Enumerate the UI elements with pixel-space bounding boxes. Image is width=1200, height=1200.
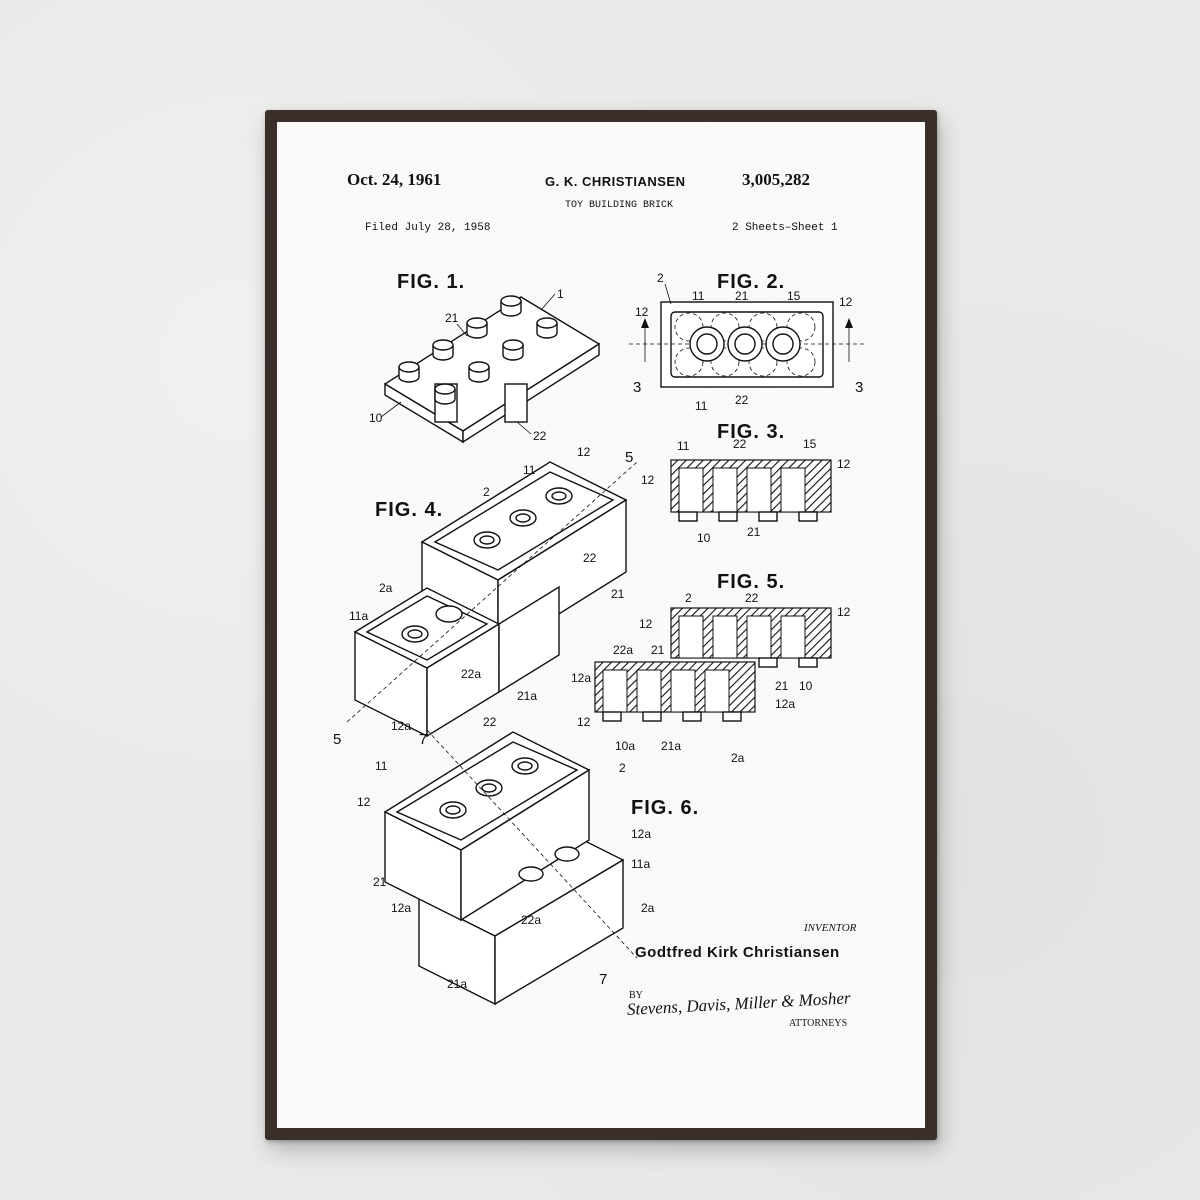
patent-print: Oct. 24, 1961 G. K. CHRISTIANSEN 3,005,2…	[277, 122, 925, 1128]
figure-3: FIG. 3. 11 22 15 12 12 10 21	[641, 421, 851, 545]
fig-3-ref: 10	[697, 531, 711, 545]
patent-date: Oct. 24, 1961	[347, 170, 442, 189]
fig-5-ref: 2	[685, 591, 692, 605]
fig-2-ref: 22	[735, 393, 749, 407]
by-label: BY	[629, 990, 643, 1001]
fig-6-ref: 11	[375, 759, 388, 773]
poster-frame: Oct. 24, 1961 G. K. CHRISTIANSEN 3,005,2…	[265, 110, 937, 1140]
fig-5-ref: 12a	[571, 671, 591, 685]
fig-4-ref: 12	[577, 445, 591, 459]
patent-drawings: FIG. 1.	[333, 271, 865, 1006]
fig-6-ref: 11a	[631, 857, 650, 871]
fig-1-ref: 10	[369, 411, 383, 425]
fig-4-ref: 11a	[349, 609, 368, 623]
fig-3-ref: 12	[837, 457, 851, 471]
fig-6-ref: 12	[577, 715, 591, 729]
fig-4-ref: 2a	[379, 581, 393, 595]
fig-4-label: FIG. 4.	[375, 499, 443, 521]
fig-2-ref: 15	[787, 289, 801, 303]
fig-4-ref: 2	[483, 485, 490, 499]
figure-4: FIG. 4. 12	[333, 445, 638, 748]
fig-3-ref: 22	[733, 437, 747, 451]
inventor-name: Godtfred Kirk Christiansen	[635, 944, 840, 961]
fig-3-ref: 12	[641, 473, 655, 487]
fig-4-ref: 12a	[391, 719, 411, 733]
inventor-label: INVENTOR	[804, 922, 857, 934]
fig-2-ref: 11	[695, 399, 708, 413]
inventor-header: G. K. CHRISTIANSEN	[545, 174, 686, 189]
fig-2-ref: 12	[635, 305, 649, 319]
fig-5-label: FIG. 5.	[717, 571, 785, 593]
fig-5-ref: 12a	[775, 697, 795, 711]
fig-5-ref: 21	[651, 643, 665, 657]
fig-6-ref: 7	[419, 731, 427, 748]
fig-4-ref: 5	[625, 449, 633, 466]
fig-5-ref: 21	[775, 679, 789, 693]
fig-5-ref: 10a	[615, 739, 635, 753]
fig-6-ref: 21a	[447, 977, 467, 991]
fig-5-ref: 22a	[613, 643, 633, 657]
fig-4-ref: 5	[333, 731, 341, 748]
figure-6: FIG. 6. 22 12 7	[357, 715, 699, 1006]
fig-3-label: FIG. 3.	[717, 421, 785, 443]
fig-5-ref: 12	[837, 605, 851, 619]
fig-6-label: FIG. 6.	[631, 797, 699, 819]
fig-6-ref: 7	[599, 971, 607, 988]
fig-1-ref: 22	[533, 429, 547, 443]
fig-3-ref: 21	[747, 525, 761, 539]
patent-title: TOY BUILDING BRICK	[565, 200, 674, 211]
patent-number: 3,005,282	[742, 170, 810, 189]
fig-5-ref: 21a	[661, 739, 681, 753]
fig-6-ref: 12	[357, 795, 371, 809]
fig-6-ref: 2	[619, 761, 626, 775]
fig-5-ref: 2a	[731, 751, 745, 765]
fig-4-ref: 21	[611, 587, 625, 601]
fig-1-studs	[398, 295, 558, 423]
fig-6-ref: 12a	[631, 827, 651, 841]
fig-4-ref: 11	[523, 463, 536, 477]
fig-6-ref: 22a	[521, 913, 541, 927]
figure-1: FIG. 1.	[369, 271, 601, 444]
figure-5: FIG. 5. 2 22 12 12	[571, 571, 851, 765]
fig-6-ref: 21	[373, 875, 387, 889]
fig-1-ref: 1	[557, 287, 564, 301]
fig-1-label: FIG. 1.	[397, 271, 465, 293]
figure-2: FIG. 2. 2 11 21 15 12 12	[629, 271, 865, 413]
fig-6-ref: 22	[483, 715, 497, 729]
fig-2-ref: 12	[839, 295, 853, 309]
attorneys-label: ATTORNEYS	[789, 1018, 848, 1029]
fig-5-ref: 12	[639, 617, 653, 631]
fig-2-label: FIG. 2.	[717, 271, 785, 293]
fig-6-ref: 12a	[391, 901, 411, 915]
fig-2-ref: 2	[657, 271, 664, 285]
filed-date: Filed July 28, 1958	[365, 222, 491, 234]
fig-4-ref: 22	[583, 551, 597, 565]
fig-2-ref: 11	[692, 289, 705, 303]
fig-2-ref: 21	[735, 289, 749, 303]
fig-2-ref: 3	[633, 379, 641, 396]
fig-1-ref: 21	[445, 311, 459, 325]
fig-4-ref: 21a	[517, 689, 537, 703]
fig-6-ref: 2a	[641, 901, 655, 915]
fig-5-ref: 22	[745, 591, 759, 605]
fig-3-ref: 11	[677, 439, 690, 453]
fig-5-ref: 10	[799, 679, 813, 693]
fig-3-ref: 15	[803, 437, 817, 451]
fig-4-ref: 22a	[461, 667, 481, 681]
fig-2-ref: 3	[855, 379, 863, 396]
sheet-count: 2 Sheets–Sheet 1	[732, 222, 838, 234]
